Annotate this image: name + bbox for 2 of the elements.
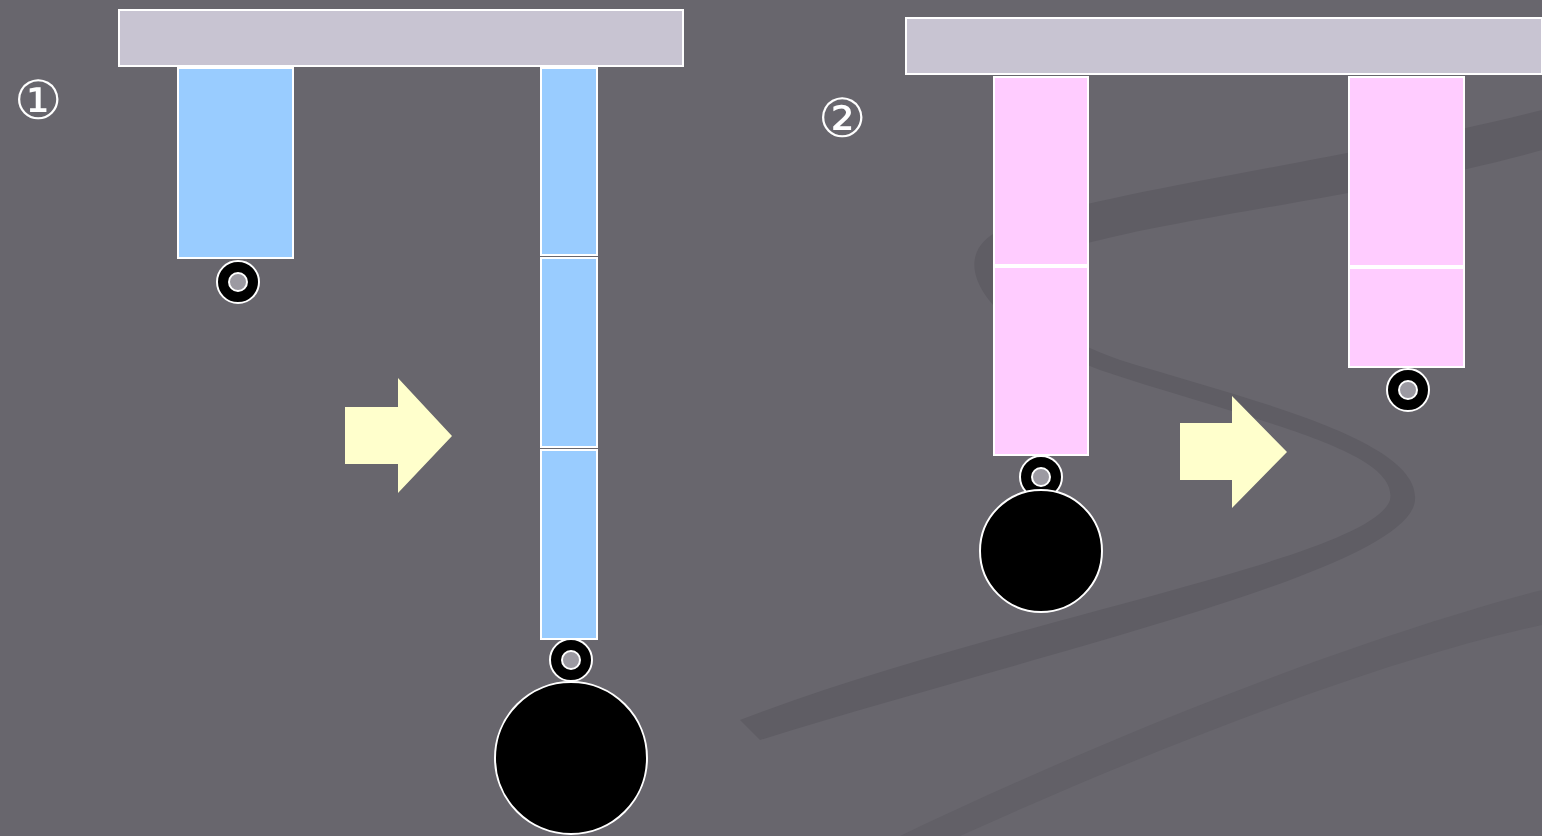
panel-number: ① bbox=[14, 74, 63, 128]
panel-number: ② bbox=[818, 92, 867, 146]
